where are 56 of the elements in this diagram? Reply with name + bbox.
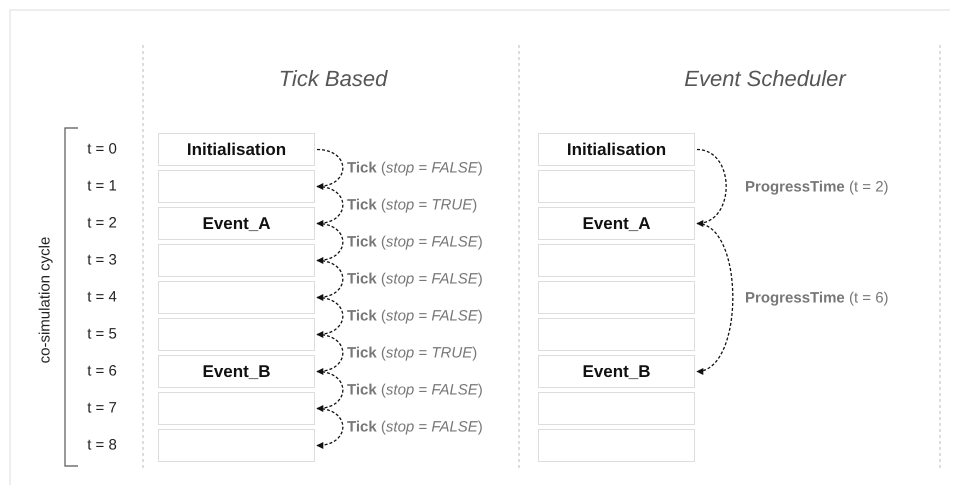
edge-label: Tick (stop = FALSE) [347,234,483,250]
time-label: t = 8 [87,436,117,454]
edge-label: ProgressTime (t = 6) [745,289,889,306]
empty-step-box [538,392,695,425]
time-label: t = 6 [87,362,117,380]
edge-label: Tick (stop = FALSE) [347,418,483,436]
step-label: Initialisation [566,140,666,160]
step-label: Event_A [582,214,651,234]
curved-arrow [696,222,734,374]
time-label: t = 2 [87,214,117,232]
column-heading: Tick Based [278,66,388,92]
step-box [158,355,315,388]
edge-label: Tick (stop = FALSE) [347,308,483,324]
empty-step-box [158,429,315,462]
curved-arrow [696,148,727,226]
empty-step-box [538,318,695,351]
empty-step-box [538,281,695,314]
edge-label: Tick (stop = FALSE) [347,160,483,176]
edge-label: Tick (stop = FALSE) [347,382,483,398]
step-box [158,207,315,240]
time-label: t = 1 [87,178,117,194]
step-box [158,133,315,166]
step-label: Initialisation [186,140,286,160]
empty-step-box [538,244,695,277]
time-label: t = 5 [87,326,117,342]
step-label: Event_B [202,362,271,382]
edge-label: Tick (stop = TRUE) [347,196,478,214]
curved-arrow [316,334,344,374]
curved-arrow [316,260,344,300]
empty-step-box [158,281,315,314]
empty-step-box [158,244,315,277]
time-label: t = 0 [87,140,117,158]
edge-label: Tick (stop = FALSE) [347,270,483,288]
step-label: Event_B [582,362,651,382]
curved-arrow [316,296,344,338]
curved-arrow [316,222,344,264]
step-label: Event_A [202,214,271,234]
empty-step-box [538,170,695,203]
step-box [538,133,695,166]
step-box [538,355,695,388]
column-heading: Event Scheduler [684,66,846,92]
time-label: t = 7 [87,400,117,416]
empty-step-box [158,318,315,351]
axis-title: co-simulation cycle [36,236,54,364]
edge-label: ProgressTime (t = 2) [745,178,889,195]
empty-step-box [158,170,315,203]
curved-arrow [316,370,344,412]
curved-arrow [316,186,344,226]
empty-step-box [158,392,315,425]
curved-arrow [316,408,344,448]
edge-label: Tick (stop = TRUE) [347,344,478,362]
curved-arrow [316,148,344,190]
time-label: t = 4 [87,288,117,306]
empty-step-box [538,429,695,462]
time-label: t = 3 [87,252,117,268]
step-box [538,207,695,240]
